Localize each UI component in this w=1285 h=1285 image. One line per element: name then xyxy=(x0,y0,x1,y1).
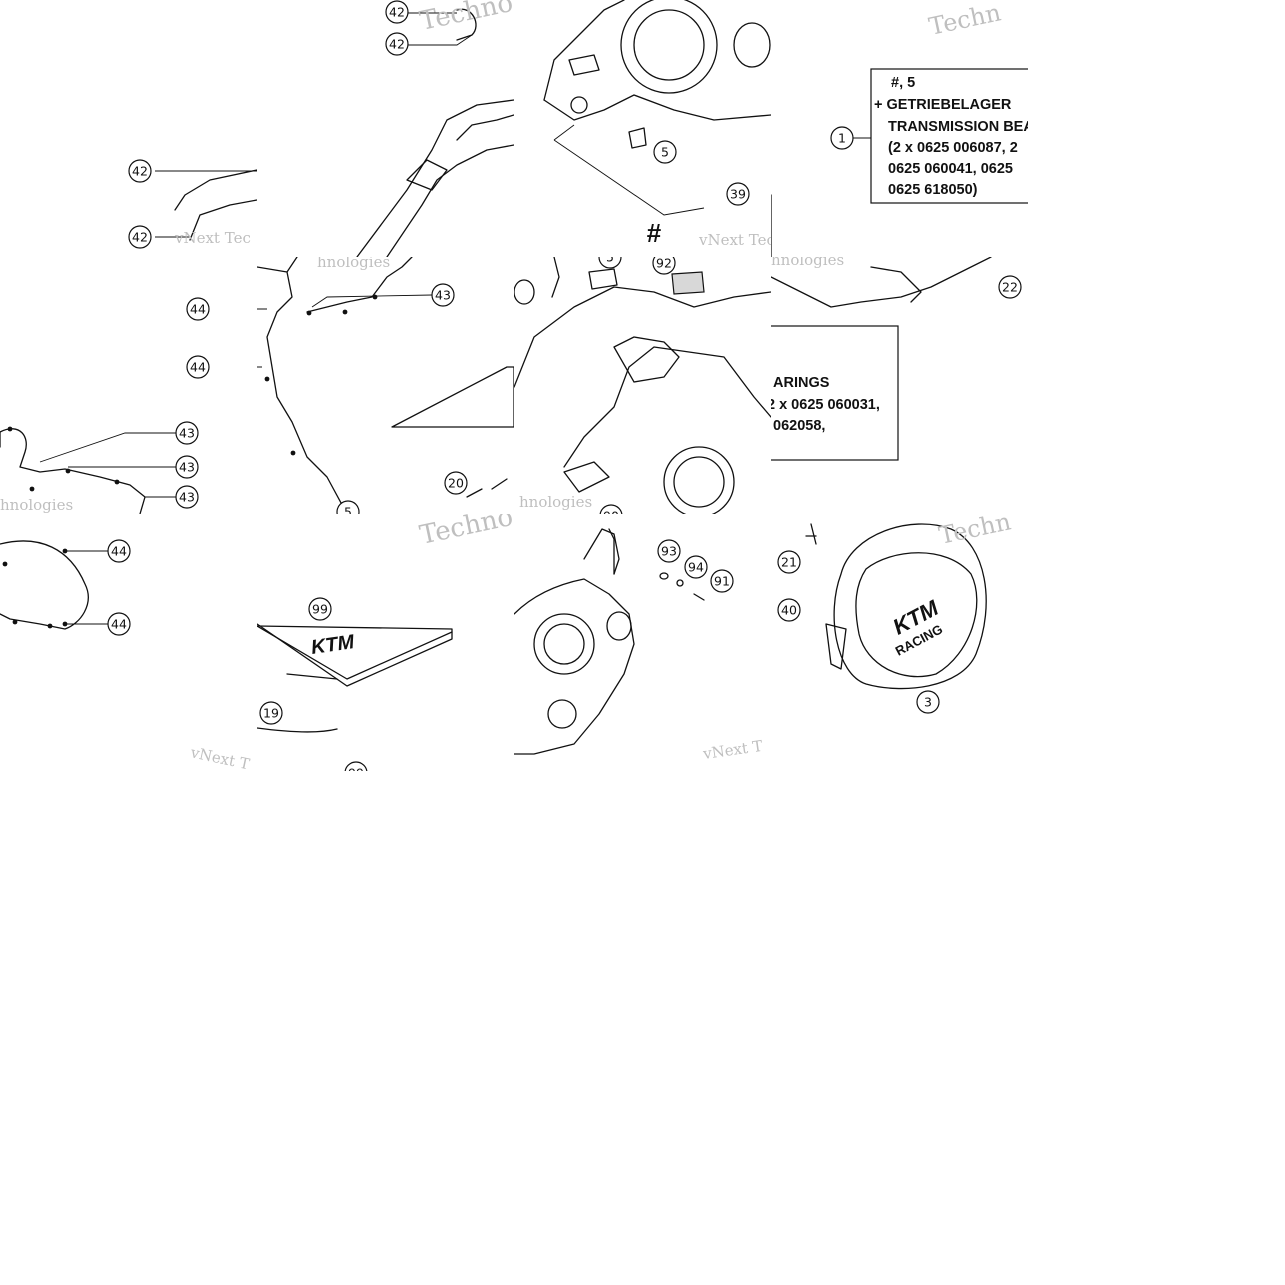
info-box-line: 0625 060041, 0625 xyxy=(888,161,1013,177)
callout-93: 93 xyxy=(657,539,681,563)
watermark-text: vNext Tec xyxy=(698,231,771,249)
callout-43-a: 43 xyxy=(175,421,199,445)
watermark-text: Techn xyxy=(926,0,1003,41)
svg-text:21: 21 xyxy=(781,555,797,570)
svg-text:1: 1 xyxy=(838,131,846,146)
diagram-tile-gasket-center: 43 20 5 hnologies xyxy=(257,257,514,514)
svg-text:20: 20 xyxy=(448,476,464,491)
info-box-line: 062058, xyxy=(773,418,825,434)
callout-42-d: 42 xyxy=(385,32,409,56)
callout-22: 22 xyxy=(998,275,1022,299)
watermark-text: Technolo xyxy=(417,514,514,551)
diagram-tile-crankcase-center: 92 5 90 hnologies xyxy=(514,257,771,514)
diagram-tile-info-box-top: 1 #, 5 + GETRIEBELAGER TRANSMISSION BEA … xyxy=(771,0,1028,257)
callout-91: 91 xyxy=(710,569,734,593)
watermark-text: hnologies xyxy=(0,496,73,514)
svg-text:44: 44 xyxy=(190,360,206,375)
callout-42-a: 42 xyxy=(128,159,152,183)
svg-text:44: 44 xyxy=(111,617,127,632)
info-box-line: ARINGS xyxy=(773,375,830,391)
callout-42-b: 42 xyxy=(128,225,152,249)
svg-text:42: 42 xyxy=(132,164,148,179)
callout-44-d: 44 xyxy=(107,612,131,636)
callout-43-c: 43 xyxy=(175,485,199,509)
info-box-continued xyxy=(771,325,899,461)
diagram-tile-crankcase-upper-left: 42 42 Techno xyxy=(257,0,514,257)
diagram-tile-crankcase-top: 5 39 # vNext Tec xyxy=(514,0,771,257)
manual-logo: KTM xyxy=(310,631,357,659)
svg-text:90: 90 xyxy=(603,509,619,515)
callout-1: 1 xyxy=(830,126,854,150)
callout-44-a: 44 xyxy=(186,297,210,321)
diagram-tile-gasket-left: 42 42 vNext Tec xyxy=(0,0,257,257)
svg-text:92: 92 xyxy=(656,257,672,271)
callout-5-a: 5 xyxy=(653,140,677,164)
callout-39: 39 xyxy=(726,182,750,206)
callout-42-c: 42 xyxy=(385,0,409,24)
diagram-tile-clutch-gasket: 44 44 vNext T xyxy=(0,514,257,771)
svg-text:5: 5 xyxy=(606,257,614,265)
info-box-line: 0625 618050) xyxy=(888,182,978,198)
svg-text:42: 42 xyxy=(132,230,148,245)
svg-text:43: 43 xyxy=(179,460,195,475)
callout-44-b: 44 xyxy=(186,355,210,379)
callout-20: 20 xyxy=(444,471,468,495)
diagram-tile-ignition-cover: KTM RACING 21 40 3 Techn xyxy=(771,514,1028,771)
diagram-tile-gasket-lower-left: 43 43 43 hnologies xyxy=(0,257,257,514)
watermark-text: vNext Tec xyxy=(174,229,251,247)
callout-99-b: 99 xyxy=(344,761,368,772)
svg-text:99: 99 xyxy=(348,766,364,772)
callout-3: 3 xyxy=(916,690,940,714)
info-box-line: TRANSMISSION BEA xyxy=(888,119,1028,135)
callout-99-a: 99 xyxy=(308,597,332,621)
svg-text:93: 93 xyxy=(661,544,677,559)
callout-92: 92 xyxy=(652,257,676,275)
callout-19: 19 xyxy=(259,701,283,725)
info-box-line: #, 5 xyxy=(891,75,915,91)
watermark-text: vNext T xyxy=(701,737,764,763)
svg-text:22: 22 xyxy=(1002,280,1018,295)
callout-90-a: 90 xyxy=(599,504,623,515)
watermark-text: hnologies xyxy=(317,257,390,271)
svg-text:42: 42 xyxy=(389,5,405,20)
hash-label: # xyxy=(647,218,662,248)
watermark-text: hnologies xyxy=(771,257,844,269)
callout-5-b: 5 xyxy=(336,500,360,515)
diagram-tile-manual: KTM 99 19 99 Technolo xyxy=(257,514,514,771)
info-box xyxy=(870,68,1028,204)
info-box-line: + GETRIEBELAGER xyxy=(874,97,1012,113)
svg-text:43: 43 xyxy=(179,426,195,441)
svg-text:5: 5 xyxy=(661,145,669,160)
svg-text:40: 40 xyxy=(781,603,797,618)
svg-text:44: 44 xyxy=(190,302,206,317)
info-box-line: (2 x 0625 006087, 2 xyxy=(888,140,1018,156)
callout-column-44: 44 44 xyxy=(171,290,231,390)
svg-text:43: 43 xyxy=(179,490,195,505)
svg-text:39: 39 xyxy=(730,187,746,202)
svg-text:43: 43 xyxy=(435,288,451,303)
callout-40: 40 xyxy=(777,598,801,622)
svg-text:99: 99 xyxy=(312,602,328,617)
svg-text:44: 44 xyxy=(111,544,127,559)
diagram-tile-info-box-bottom: ARINGS 2 x 0625 060031, 062058, 22 hnolo… xyxy=(771,257,1028,514)
svg-text:19: 19 xyxy=(263,706,279,721)
callout-5-c: 5 xyxy=(598,257,622,269)
callout-21: 21 xyxy=(777,550,801,574)
callout-43-b: 43 xyxy=(175,455,199,479)
callout-94: 94 xyxy=(684,555,708,579)
info-box-line: 2 x 0625 060031, xyxy=(771,397,880,413)
watermark-text: hnologies xyxy=(519,493,592,511)
watermark-text: Techno xyxy=(417,0,514,37)
watermark-text: vNext T xyxy=(188,743,251,771)
svg-text:42: 42 xyxy=(389,37,405,52)
diagram-tile-crankcase-lower: 93 94 91 vNext T xyxy=(514,514,771,771)
svg-text:5: 5 xyxy=(344,505,352,515)
callout-44-c: 44 xyxy=(107,539,131,563)
svg-text:94: 94 xyxy=(688,560,704,575)
callout-43-d: 43 xyxy=(431,283,455,307)
svg-text:3: 3 xyxy=(924,695,932,710)
watermark-text: Techn xyxy=(936,514,1013,550)
svg-text:91: 91 xyxy=(714,574,730,589)
